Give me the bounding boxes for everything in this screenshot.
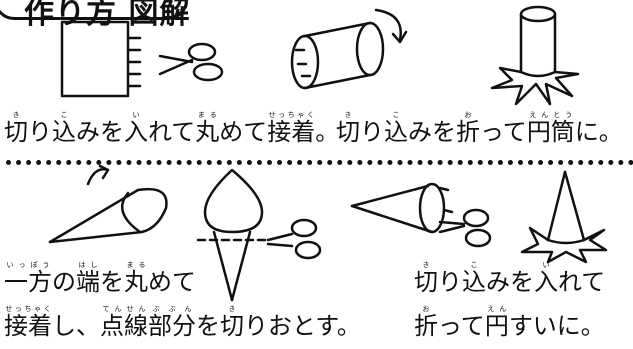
scissors-icon xyxy=(266,218,322,260)
paper-sheet xyxy=(60,20,130,98)
curved-arrow xyxy=(374,8,402,42)
rolled-paper xyxy=(290,8,408,90)
folded-tabs xyxy=(520,226,608,264)
step1-caption: 切きり込こみを入いれて丸まるめて接着せっちゃく。 xyxy=(4,111,340,146)
step2-caption: 切きり込こみを折おって円筒えんとうに。 xyxy=(336,111,623,146)
heading-text: 作り方 図解 xyxy=(24,0,191,31)
step3-caption-line1: 一方いっぽうの端はしを丸まるめて xyxy=(4,261,196,296)
scissors-icon xyxy=(158,42,224,82)
scissors-icon xyxy=(438,208,492,248)
cone-with-cuts xyxy=(350,182,454,234)
section-divider xyxy=(6,160,633,165)
rolled-cone xyxy=(48,164,168,244)
paper-sheet-with-cuts xyxy=(60,20,142,98)
cone-with-dashed-line xyxy=(196,168,270,302)
step4-caption-line2: 折おって円えんすいに。 xyxy=(414,305,605,340)
folded-tabs xyxy=(490,66,580,106)
paper-cylinder xyxy=(490,5,580,106)
finished-cone xyxy=(520,170,608,264)
step4-caption-line1: 切きり込こみを入いれて xyxy=(414,261,606,296)
step3-caption-line2: 接着せっちゃくし、点線てんせん部分ぶぶんを切きりおとす。 xyxy=(4,305,361,340)
